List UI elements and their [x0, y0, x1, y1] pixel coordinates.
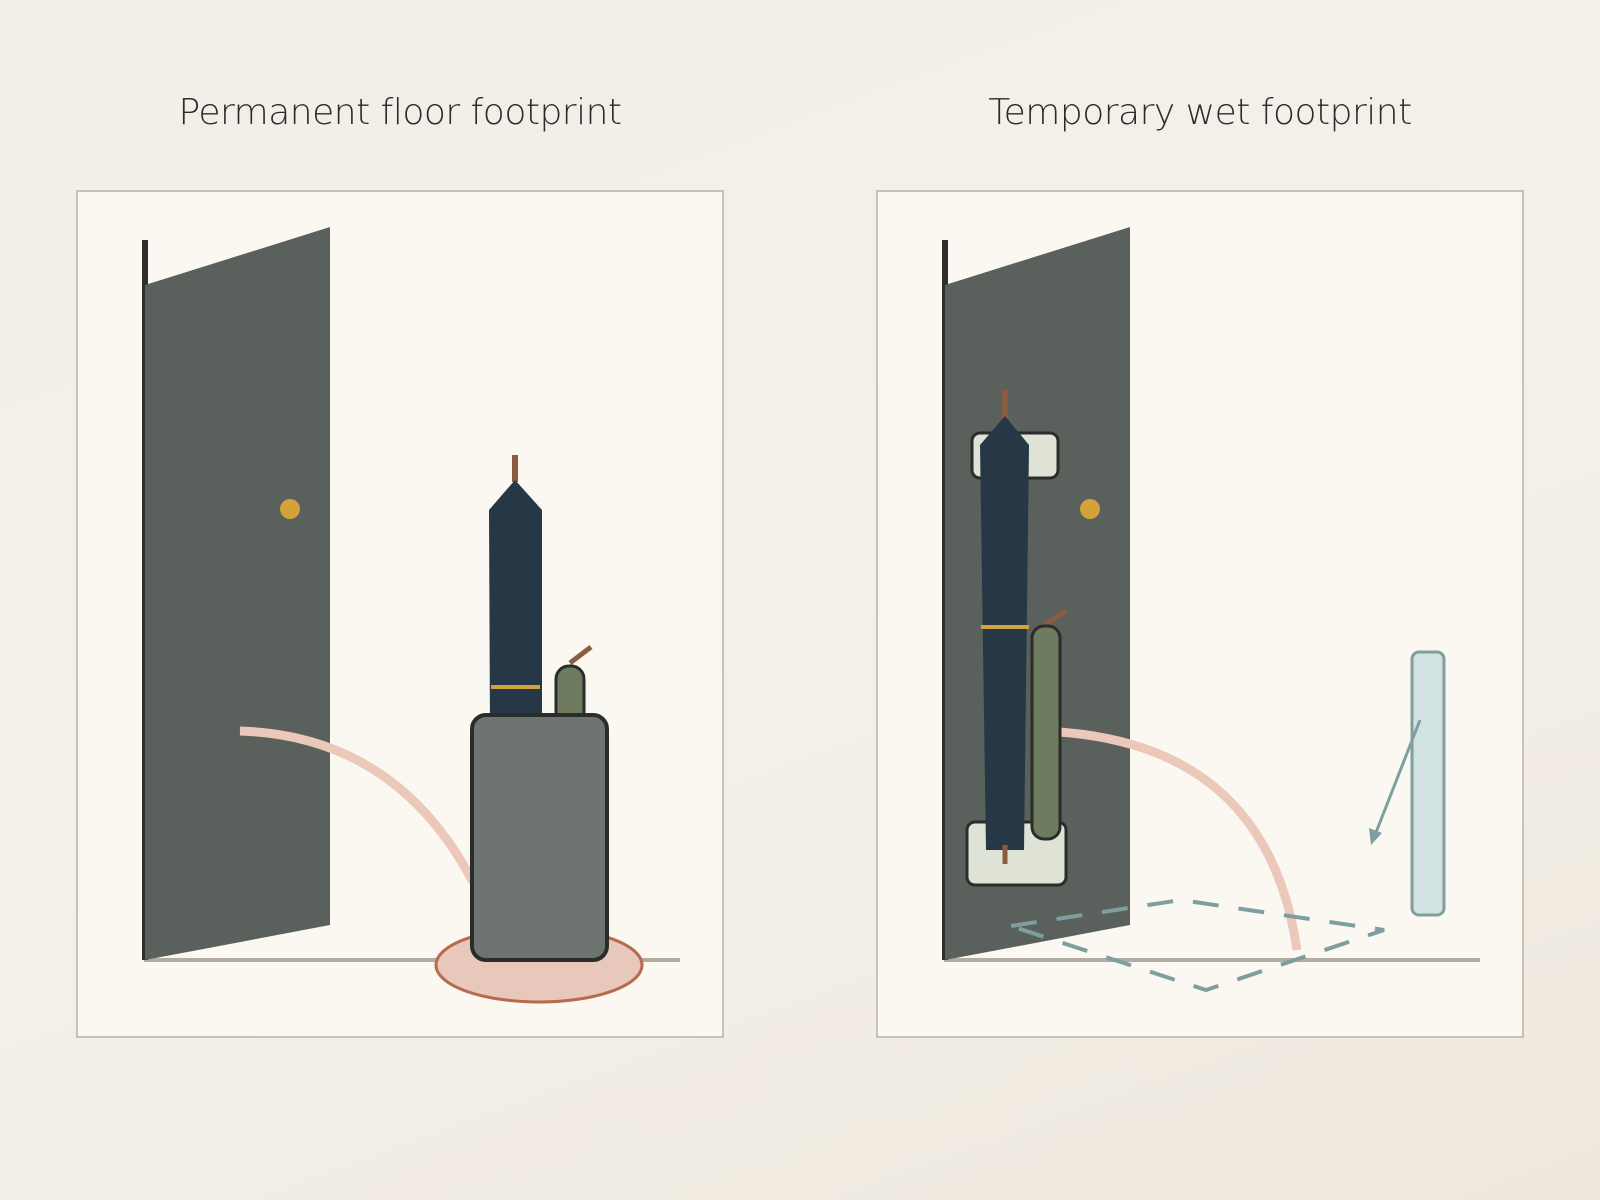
drip-arrow-head: [1369, 828, 1382, 845]
panel-temporary: [876, 190, 1524, 1038]
small-umbrella-handle: [1042, 608, 1068, 628]
tall-umbrella: [489, 480, 542, 735]
door-knob: [280, 499, 300, 519]
wet-footprint-outline: [1010, 897, 1385, 993]
open-door: [145, 227, 330, 960]
umbrella-stand: [470, 713, 609, 962]
hanging-tall-umbrella: [980, 416, 1029, 850]
panel-permanent: [76, 190, 724, 1038]
door-knob: [1080, 499, 1100, 519]
door-swing-arc: [1039, 726, 1302, 951]
panel-title-permanent: Permanent floor footprint: [178, 92, 622, 133]
drip-arrow-line: [1373, 719, 1422, 836]
drip-tray: [1410, 650, 1446, 917]
hanging-small-umbrella: [1030, 624, 1062, 841]
panel-title-temporary: Temporary wet footprint: [988, 92, 1412, 133]
door-swing-arc: [239, 726, 477, 885]
small-umbrella-handle: [568, 645, 593, 665]
